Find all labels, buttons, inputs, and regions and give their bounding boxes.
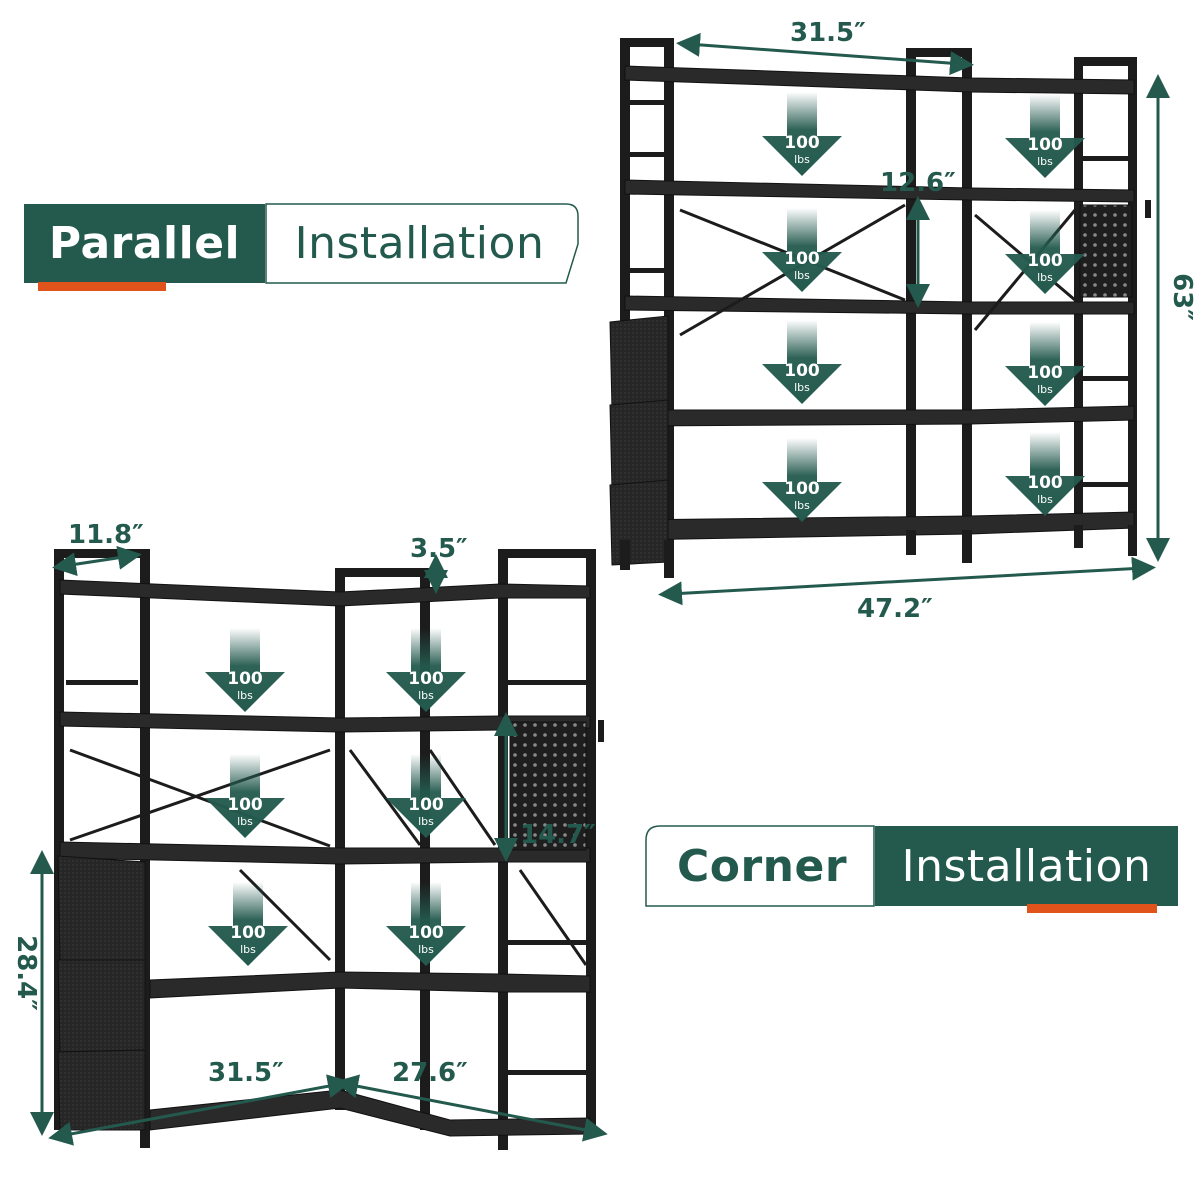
load-value: 100 bbox=[408, 923, 444, 943]
load-value: 100 bbox=[408, 795, 444, 815]
load-value: 100 bbox=[1027, 473, 1063, 493]
parallel-label-bold: Parallel bbox=[24, 204, 265, 283]
load-unit: lbs bbox=[418, 943, 434, 956]
parallel-dimension-lines bbox=[658, 32, 1170, 606]
load-unit: lbs bbox=[794, 269, 810, 282]
corner-label-regular: Installation bbox=[875, 826, 1178, 906]
load-unit: lbs bbox=[1037, 493, 1053, 506]
down-arrow-icon bbox=[208, 882, 288, 966]
load-unit: lbs bbox=[418, 815, 434, 828]
parallel-dim-height: 63″ bbox=[1166, 273, 1197, 321]
load-value: 100 bbox=[784, 361, 820, 381]
parallel-dim-width-top: 31.5″ bbox=[790, 18, 866, 48]
load-unit: lbs bbox=[794, 153, 810, 166]
down-arrow-icon bbox=[1005, 94, 1085, 178]
parallel-load-badges: 100lbs100lbs100lbs100lbs100lbs100lbs100l… bbox=[762, 92, 1085, 522]
parallel-dim-width-total: 47.2″ bbox=[857, 594, 933, 624]
load-unit: lbs bbox=[1037, 271, 1053, 284]
corner-dimension-lines bbox=[30, 545, 608, 1146]
load-value: 100 bbox=[1027, 135, 1063, 155]
down-arrow-icon bbox=[762, 320, 842, 404]
corner-dim-bag-height: 28.4″ bbox=[10, 935, 41, 1011]
corner-label-underline bbox=[1027, 904, 1157, 913]
down-arrow-icon bbox=[386, 754, 466, 838]
down-arrow-icon bbox=[762, 208, 842, 292]
load-value: 100 bbox=[230, 923, 266, 943]
parallel-shelf-drawing bbox=[609, 38, 1151, 578]
load-unit: lbs bbox=[794, 499, 810, 512]
down-arrow-icon bbox=[386, 628, 466, 712]
load-value: 100 bbox=[784, 249, 820, 269]
down-arrow-icon bbox=[1005, 322, 1085, 406]
parallel-label-frame bbox=[265, 203, 579, 284]
load-value: 100 bbox=[408, 669, 444, 689]
corner-label-bold: Corner bbox=[676, 840, 848, 892]
down-arrow-icon bbox=[205, 754, 285, 838]
load-unit: lbs bbox=[1037, 155, 1053, 168]
parallel-label-regular: Installation bbox=[294, 218, 545, 269]
load-value: 100 bbox=[1027, 251, 1063, 271]
corner-dim-right-width: 27.6″ bbox=[392, 1058, 468, 1088]
down-arrow-icon bbox=[386, 882, 466, 966]
load-unit: lbs bbox=[1037, 383, 1053, 396]
load-value: 100 bbox=[227, 795, 263, 815]
corner-dim-top-gap: 3.5″ bbox=[410, 534, 468, 564]
corner-dim-left-width: 31.5″ bbox=[208, 1058, 284, 1088]
down-arrow-icon bbox=[1005, 210, 1085, 294]
down-arrow-icon bbox=[1005, 432, 1085, 516]
corner-dim-pegboard: 14.7″ bbox=[520, 820, 596, 850]
parallel-label-underline bbox=[38, 282, 166, 291]
load-unit: lbs bbox=[237, 689, 253, 702]
down-arrow-icon bbox=[205, 628, 285, 712]
down-arrow-icon bbox=[762, 92, 842, 176]
load-unit: lbs bbox=[237, 815, 253, 828]
load-value: 100 bbox=[1027, 363, 1063, 383]
load-value: 100 bbox=[784, 479, 820, 499]
load-unit: lbs bbox=[418, 689, 434, 702]
load-unit: lbs bbox=[240, 943, 256, 956]
load-value: 100 bbox=[784, 133, 820, 153]
load-value: 100 bbox=[227, 669, 263, 689]
down-arrow-icon bbox=[762, 438, 842, 522]
load-unit: lbs bbox=[794, 381, 810, 394]
parallel-dim-shelf-gap: 12.6″ bbox=[880, 168, 956, 198]
corner-dim-depth: 11.8″ bbox=[68, 520, 144, 550]
